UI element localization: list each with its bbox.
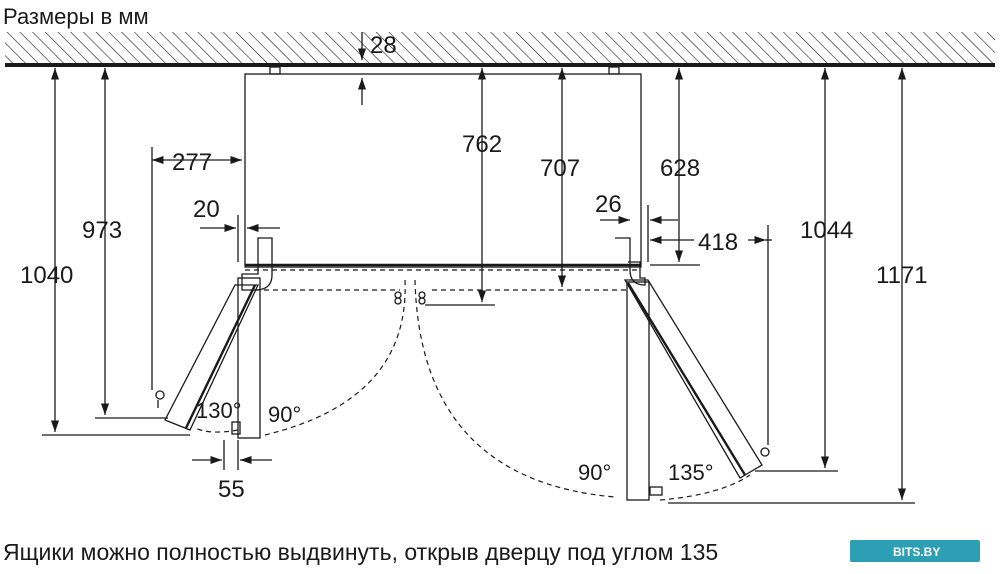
footer-caption: Ящики можно полностью выдвинуть, открыв … [3, 539, 718, 565]
dimension-lines [42, 32, 915, 504]
angle-left-90-label: 90° [268, 402, 301, 427]
dim-973-label: 973 [82, 217, 122, 244]
dim-26-label: 26 [595, 191, 622, 218]
right-door-135 [623, 279, 770, 479]
dim-55-label: 55 [218, 476, 245, 503]
angle-135-label: 135° [668, 460, 714, 485]
dim-1040-label: 1040 [20, 262, 73, 289]
dim-418-label: 418 [698, 229, 738, 256]
dim-28-label: 28 [370, 32, 397, 59]
diagram-title: Размеры в мм [3, 4, 149, 29]
angle-130-label: 130° [196, 398, 242, 423]
wall [5, 32, 995, 67]
left-door-130 [155, 284, 260, 431]
fridge-body [244, 66, 642, 271]
dim-1044-label: 1044 [800, 217, 853, 244]
center-handles [394, 291, 426, 305]
watermark-logo: BITS.BY [850, 540, 980, 562]
dim-628-label: 628 [660, 155, 700, 182]
right-door-90 [615, 237, 663, 501]
angle-right-90-label: 90° [578, 460, 611, 485]
door-swing-paths [194, 279, 751, 501]
dim-762-label: 762 [462, 131, 502, 158]
dim-707-label: 707 [540, 155, 580, 182]
dim-277-label: 277 [172, 149, 212, 176]
dim-1171-label: 1171 [876, 262, 928, 289]
svg-text:BITS.BY: BITS.BY [893, 545, 940, 559]
dim-20-label: 20 [193, 196, 220, 223]
